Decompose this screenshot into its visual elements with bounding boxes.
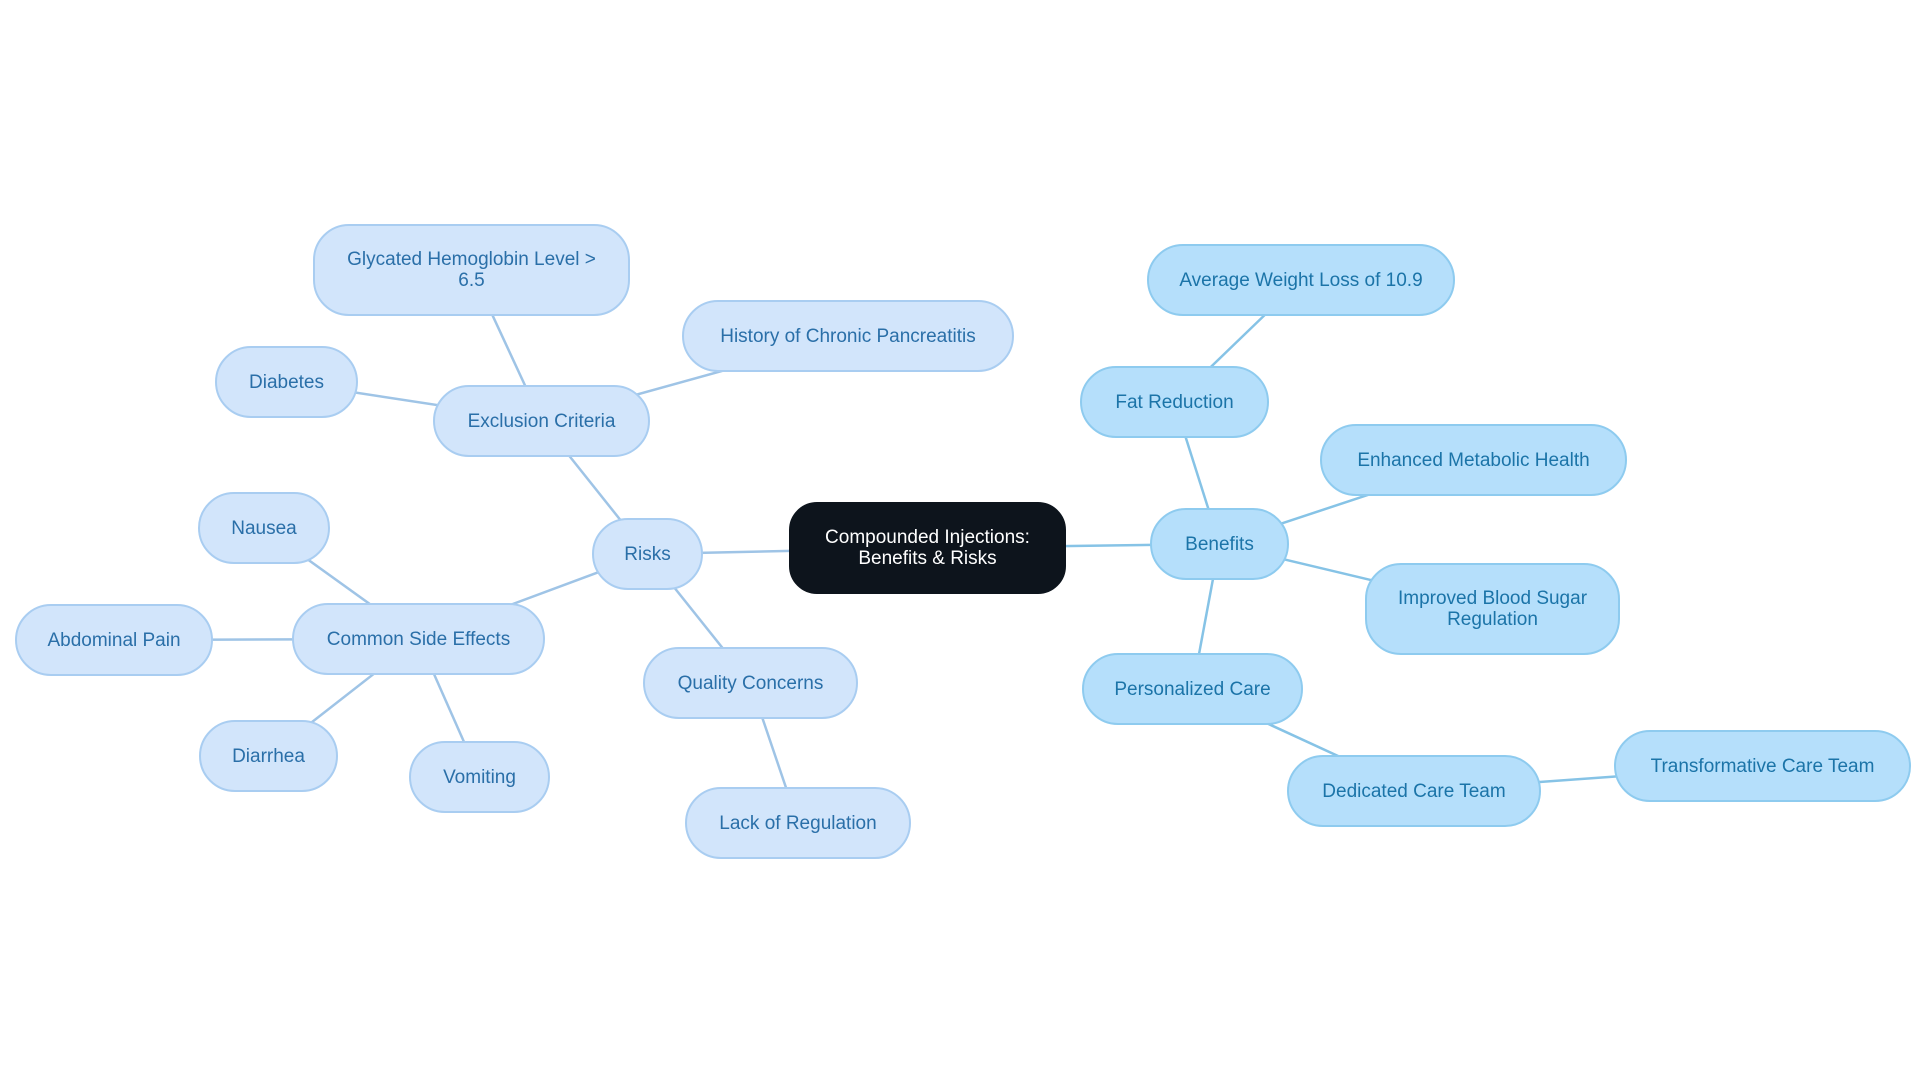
benefits-node[interactable]: Benefits [1150, 508, 1289, 580]
exclusion-criteria-node[interactable]: Exclusion Criteria [433, 385, 650, 457]
lack-of-regulation-node[interactable]: Lack of Regulation [685, 787, 911, 859]
improved-blood-sugar-node[interactable]: Improved Blood Sugar Regulation [1365, 563, 1620, 655]
abdominal-pain-node[interactable]: Abdominal Pain [15, 604, 213, 676]
central-node[interactable]: Compounded Injections: Benefits & Risks [789, 502, 1066, 594]
personalized-care-node[interactable]: Personalized Care [1082, 653, 1303, 725]
diarrhea-node[interactable]: Diarrhea [199, 720, 338, 792]
enhanced-metabolic-health-node[interactable]: Enhanced Metabolic Health [1320, 424, 1627, 496]
glycated-hemoglobin-node[interactable]: Glycated Hemoglobin Level > 6.5 [313, 224, 630, 316]
fat-reduction-node[interactable]: Fat Reduction [1080, 366, 1269, 438]
dedicated-care-team-node[interactable]: Dedicated Care Team [1287, 755, 1541, 827]
risks-node[interactable]: Risks [592, 518, 703, 590]
transformative-care-team-node[interactable]: Transformative Care Team [1614, 730, 1911, 802]
average-weight-loss-node[interactable]: Average Weight Loss of 10.9 [1147, 244, 1455, 316]
quality-concerns-node[interactable]: Quality Concerns [643, 647, 858, 719]
nausea-node[interactable]: Nausea [198, 492, 330, 564]
chronic-pancreatitis-node[interactable]: History of Chronic Pancreatitis [682, 300, 1014, 372]
diabetes-node[interactable]: Diabetes [215, 346, 358, 418]
vomiting-node[interactable]: Vomiting [409, 741, 550, 813]
common-side-effects-node[interactable]: Common Side Effects [292, 603, 545, 675]
